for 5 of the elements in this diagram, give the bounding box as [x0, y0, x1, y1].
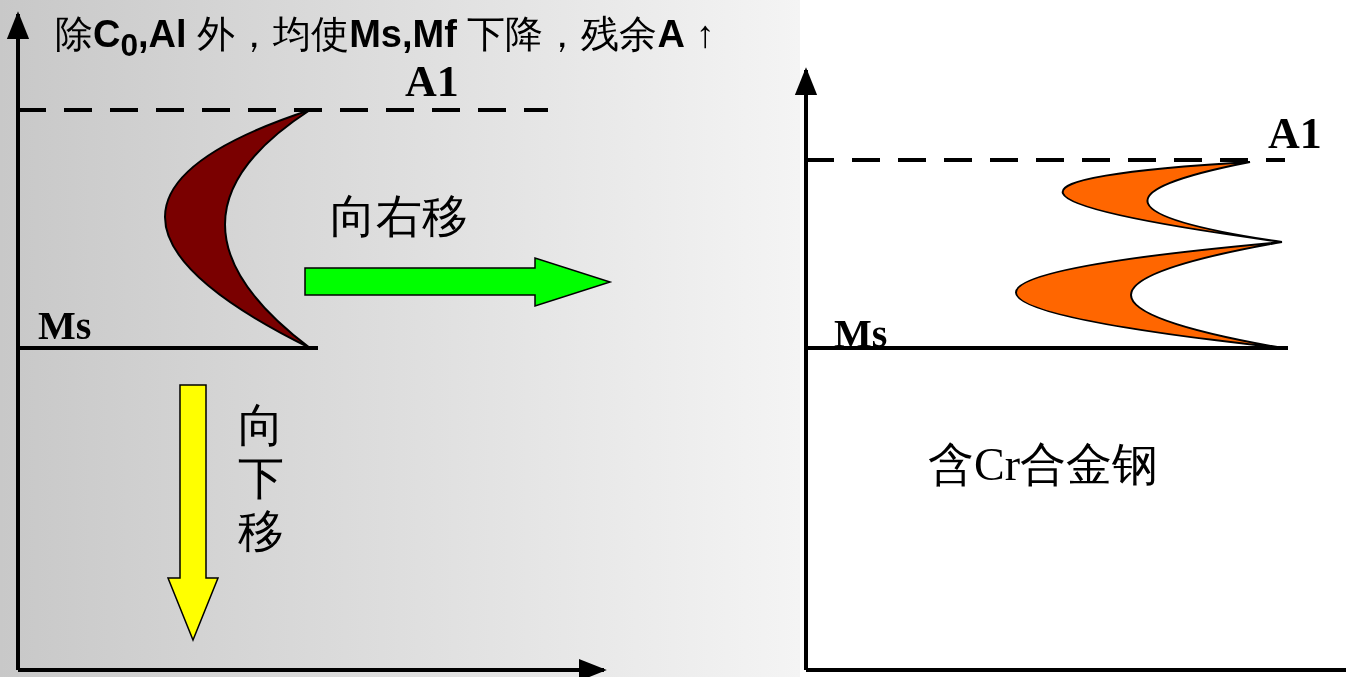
curve-label: Ms: [38, 304, 92, 348]
caption-text: 含Cr合金钢: [928, 440, 1158, 491]
curve-label: A1: [1268, 110, 1322, 159]
arrow-label: 向下移: [238, 400, 284, 559]
arrow-label: 向右移: [330, 192, 468, 243]
